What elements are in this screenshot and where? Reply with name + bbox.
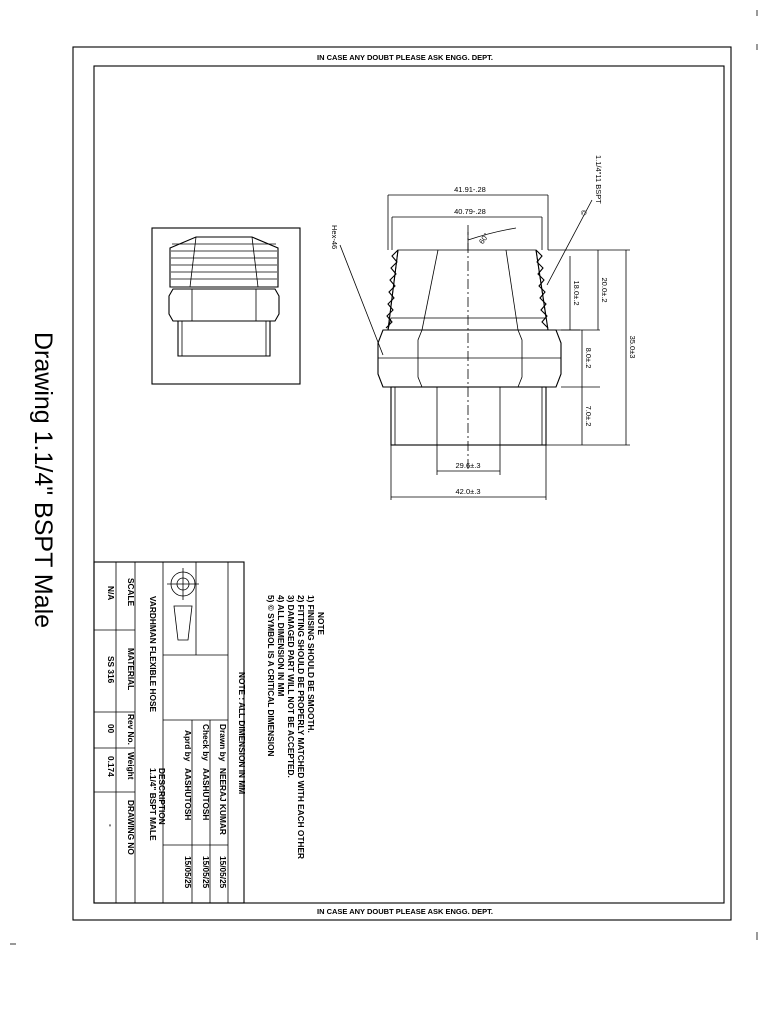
thread-leader: [546, 199, 593, 286]
notes: NOTE 1) FINISING SHOULD BE SMOOTH. 2) FI…: [266, 595, 326, 859]
company-name: VARDHMAN FLEXIBLE HOSE: [148, 596, 158, 712]
aprd-by-label: Aprd by: [183, 730, 193, 762]
drawn-date: 15/05/25: [218, 856, 228, 889]
aprd-date: 15/05/25: [183, 856, 193, 889]
notes-heading: NOTE: [316, 612, 326, 636]
title-block-text: NOTE : ALL DIMENSION IN MM Drawn by NEER…: [106, 578, 247, 889]
note-item: 4) ALL DIMENSION IN MM: [276, 595, 286, 696]
weight-label: Weight: [126, 752, 136, 780]
dim-top-outer: 41.91-.28: [454, 185, 486, 194]
dim-overall-thread: 20.0±.2: [600, 278, 609, 303]
dim-top-inner: 40.79-.28: [454, 207, 486, 216]
check-date: 15/05/25: [201, 856, 211, 889]
hex-body: [377, 329, 562, 388]
thread-teeth-right: [535, 249, 549, 329]
drawing-no-value: -: [106, 824, 116, 827]
rev-label: Rev No.: [126, 714, 136, 745]
material-value: SS 316: [106, 656, 116, 684]
dim-thread: 1.1/4"11 BSPT: [594, 155, 603, 204]
description: 1.1/4" BSPT MALE: [148, 768, 158, 841]
hex-leader: [339, 244, 384, 356]
dim-thread-length: 18.0±.2: [572, 281, 581, 306]
scale-value: N/A: [106, 586, 116, 600]
note-item: 3) DAMAGED PART WILL NOT BE ACCEPTED.: [286, 595, 296, 778]
rev-value: 00: [106, 724, 116, 734]
dim-hex-length: 8.0±.2: [584, 348, 593, 369]
top-banner: IN CASE ANY DOUBT PLEASE ASK ENGG. DEPT.: [317, 53, 493, 62]
main-elevation: [339, 194, 630, 500]
bottom-banner: IN CASE ANY DOUBT PLEASE ASK ENGG. DEPT.: [317, 907, 493, 916]
dim-spigot-dia: 42.0±.3: [456, 487, 481, 496]
dim-spigot-length: 7.0±.2: [584, 406, 593, 427]
scale-label: SCALE: [126, 578, 136, 607]
isometric-preview: [151, 227, 301, 385]
dimension-note: NOTE : ALL DIMENSION IN MM: [237, 672, 247, 794]
thread-teeth-left: [385, 249, 399, 329]
check-by-label: Check by: [201, 724, 211, 761]
dim-bore: 29.6±.3: [456, 461, 481, 470]
dim-overall-length: 35.0±3: [628, 336, 637, 359]
description-label: DESCRIPTION: [157, 768, 167, 825]
weight-value: 0.174: [106, 756, 116, 777]
spigot: [390, 386, 547, 446]
drawing-no-label: DRAWING NO: [126, 800, 136, 855]
page-title: Drawing 1.1/4" BSPT Male: [29, 332, 57, 628]
title-block: [93, 561, 245, 904]
dim-hex: Hex-46: [330, 225, 339, 249]
aprd-by: AASHUTOSH: [183, 768, 193, 820]
drawn-by-label: Drawn by: [218, 724, 228, 762]
check-by: AASHUTOSH: [201, 768, 211, 820]
drawn-by: NEERAJ KUMAR: [218, 768, 228, 835]
material-label: MATERIAL: [126, 648, 136, 690]
dimension-labels: 41.91-.28 40.79-.28 60° 1.1/4"11 BSPT © …: [330, 155, 637, 496]
outer-border: [72, 46, 732, 921]
note-item: 5) © SYMBOL IS A CRITICAL DIMENSION: [266, 595, 276, 756]
inner-border: [93, 65, 725, 904]
dim-thread-symbol: ©: [579, 210, 588, 216]
note-item: 2) FITTING SHOULD BE PROPERLY MATCHED WI…: [296, 595, 306, 859]
projection-symbol: [167, 568, 199, 641]
note-item: 1) FINISING SHOULD BE SMOOTH.: [306, 595, 316, 733]
